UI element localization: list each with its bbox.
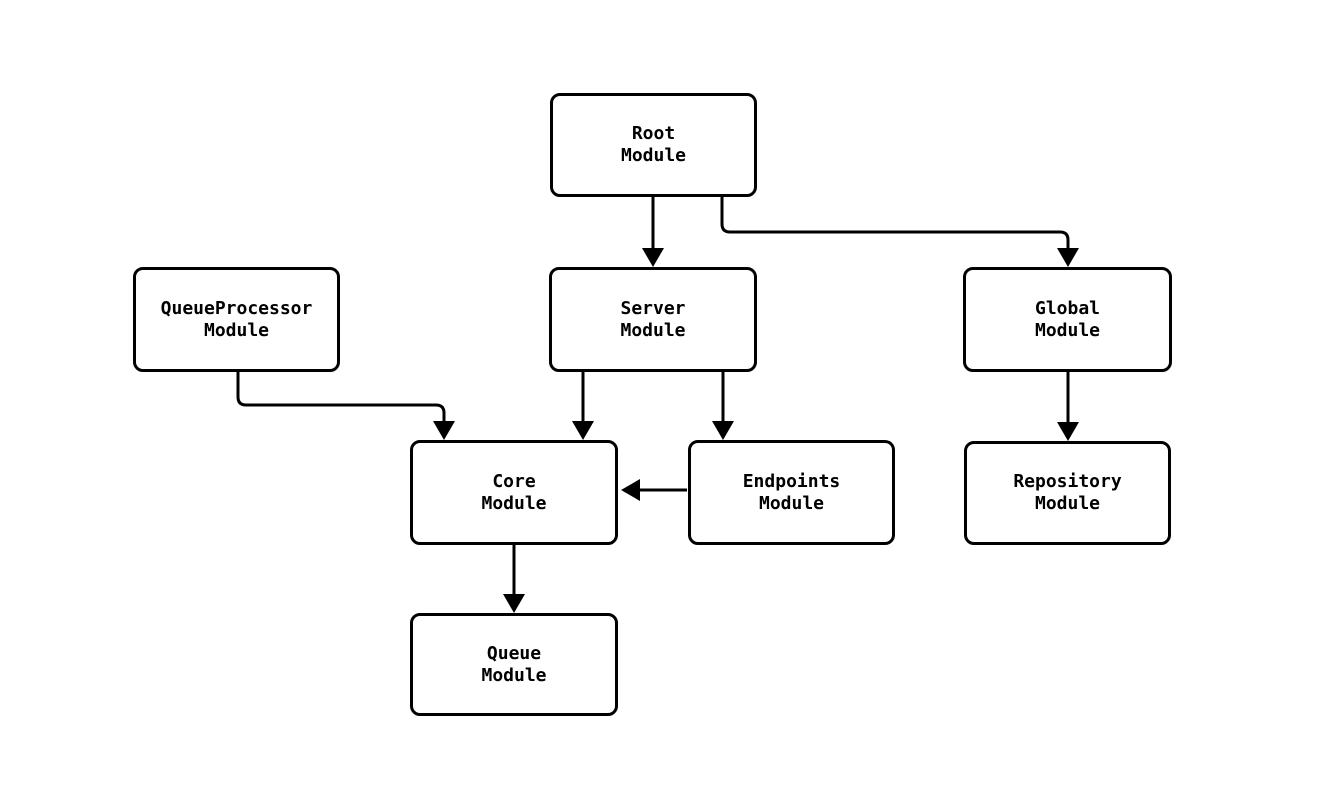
node-label-line: Global xyxy=(1034,297,1101,319)
node-label-line: Module xyxy=(758,492,825,514)
node-server-module: Server Module xyxy=(549,267,757,372)
edge-queueprocessor-to-core xyxy=(236,372,455,440)
node-label-line: Module xyxy=(481,492,547,514)
node-label-line: Module xyxy=(620,319,686,341)
edge-global-to-repository xyxy=(1057,372,1079,441)
node-label-line: Module xyxy=(481,664,547,686)
node-label-line: Endpoints xyxy=(742,470,841,492)
node-label-line: QueueProcessor xyxy=(160,297,313,319)
edge-server-to-core xyxy=(572,372,594,440)
node-label-line: Module xyxy=(1034,493,1101,514)
node-repository-module: Repository Module xyxy=(964,441,1171,545)
edge-root-to-server xyxy=(642,197,664,267)
edge-server-to-endpoints xyxy=(712,372,734,440)
node-label-line: Module xyxy=(203,319,270,341)
edge-endpoints-to-core xyxy=(621,479,687,501)
node-label-line: Repository xyxy=(1013,471,1122,492)
node-label-line: Root xyxy=(631,123,676,144)
edge-core-to-queue xyxy=(503,545,525,613)
node-label-line: Module xyxy=(620,145,687,166)
node-label-line: Module xyxy=(1034,319,1101,341)
edge-root-to-global xyxy=(720,197,1079,267)
node-global-module: Global Module xyxy=(963,267,1172,372)
node-endpoints-module: Endpoints Module xyxy=(688,440,895,545)
node-root-module: Root Module xyxy=(550,93,757,197)
node-queueprocessor-module: QueueProcessor Module xyxy=(133,267,340,372)
node-label-line: Server xyxy=(620,297,686,319)
node-core-module: Core Module xyxy=(410,440,618,545)
node-label-line: Queue xyxy=(486,642,542,664)
node-label-line: Core xyxy=(492,470,536,492)
node-queue-module: Queue Module xyxy=(410,613,618,716)
